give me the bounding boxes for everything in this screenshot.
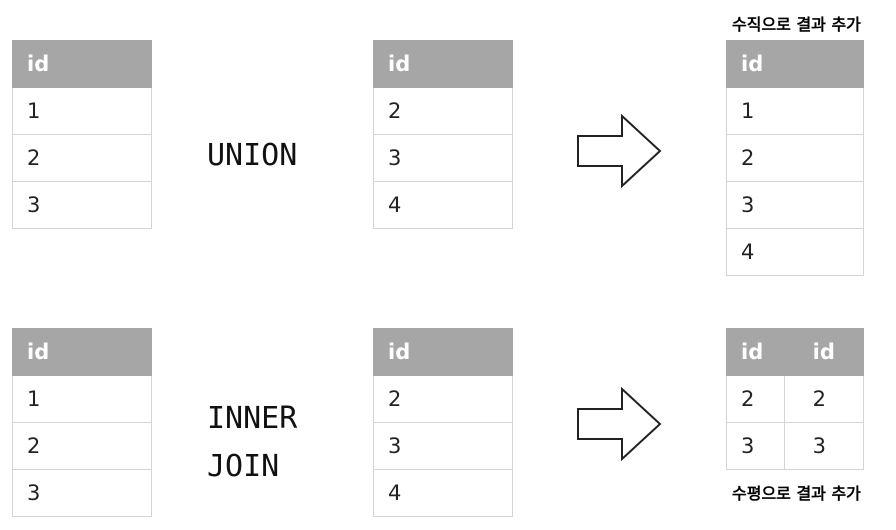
join-result-caption: 수평으로 결과 추가 (732, 484, 861, 503)
table-cell: 3 (373, 422, 513, 470)
table-cell: 1 (12, 375, 152, 423)
table-cell: 2 (373, 375, 513, 423)
join-operator-label-line2: JOIN (207, 449, 280, 484)
table-cell: 4 (373, 181, 513, 229)
table-cell: 4 (726, 228, 864, 276)
table-cell: 2 (373, 87, 513, 135)
table-header: id (12, 40, 152, 88)
table-cell: 3 (726, 422, 785, 470)
table-header: id (783, 328, 865, 376)
table-cell: 4 (373, 469, 513, 517)
union-left-table: id 1 2 3 (12, 40, 152, 229)
table-cell: 2 (12, 134, 152, 182)
table-cell: 1 (12, 87, 152, 135)
join-operator-label-line1: INNER (207, 401, 298, 436)
table-cell: 2 (726, 134, 864, 182)
table-header: id (726, 40, 864, 88)
union-operator-label: UNION (207, 138, 298, 173)
union-right-table: id 2 3 4 (373, 40, 513, 229)
table-header: id (726, 328, 785, 376)
union-result-table: id 1 2 3 4 (726, 40, 864, 276)
table-cell: 3 (373, 134, 513, 182)
join-left-table: id 1 2 3 (12, 328, 152, 517)
table-cell: 3 (12, 181, 152, 229)
table-cell: 2 (12, 422, 152, 470)
join-result-table: id id 2 2 3 3 (726, 328, 865, 470)
union-arrow-icon (577, 114, 662, 188)
table-cell: 3 (12, 469, 152, 517)
table-cell: 3 (783, 422, 865, 470)
union-result-caption: 수직으로 결과 추가 (732, 15, 861, 34)
table-header: id (12, 328, 152, 376)
table-cell: 2 (726, 375, 785, 423)
table-cell: 2 (783, 375, 865, 423)
table-cell: 1 (726, 87, 864, 135)
table-header: id (373, 40, 513, 88)
join-right-table: id 2 3 4 (373, 328, 513, 517)
join-arrow-icon (577, 387, 662, 461)
table-header: id (373, 328, 513, 376)
table-cell: 3 (726, 181, 864, 229)
